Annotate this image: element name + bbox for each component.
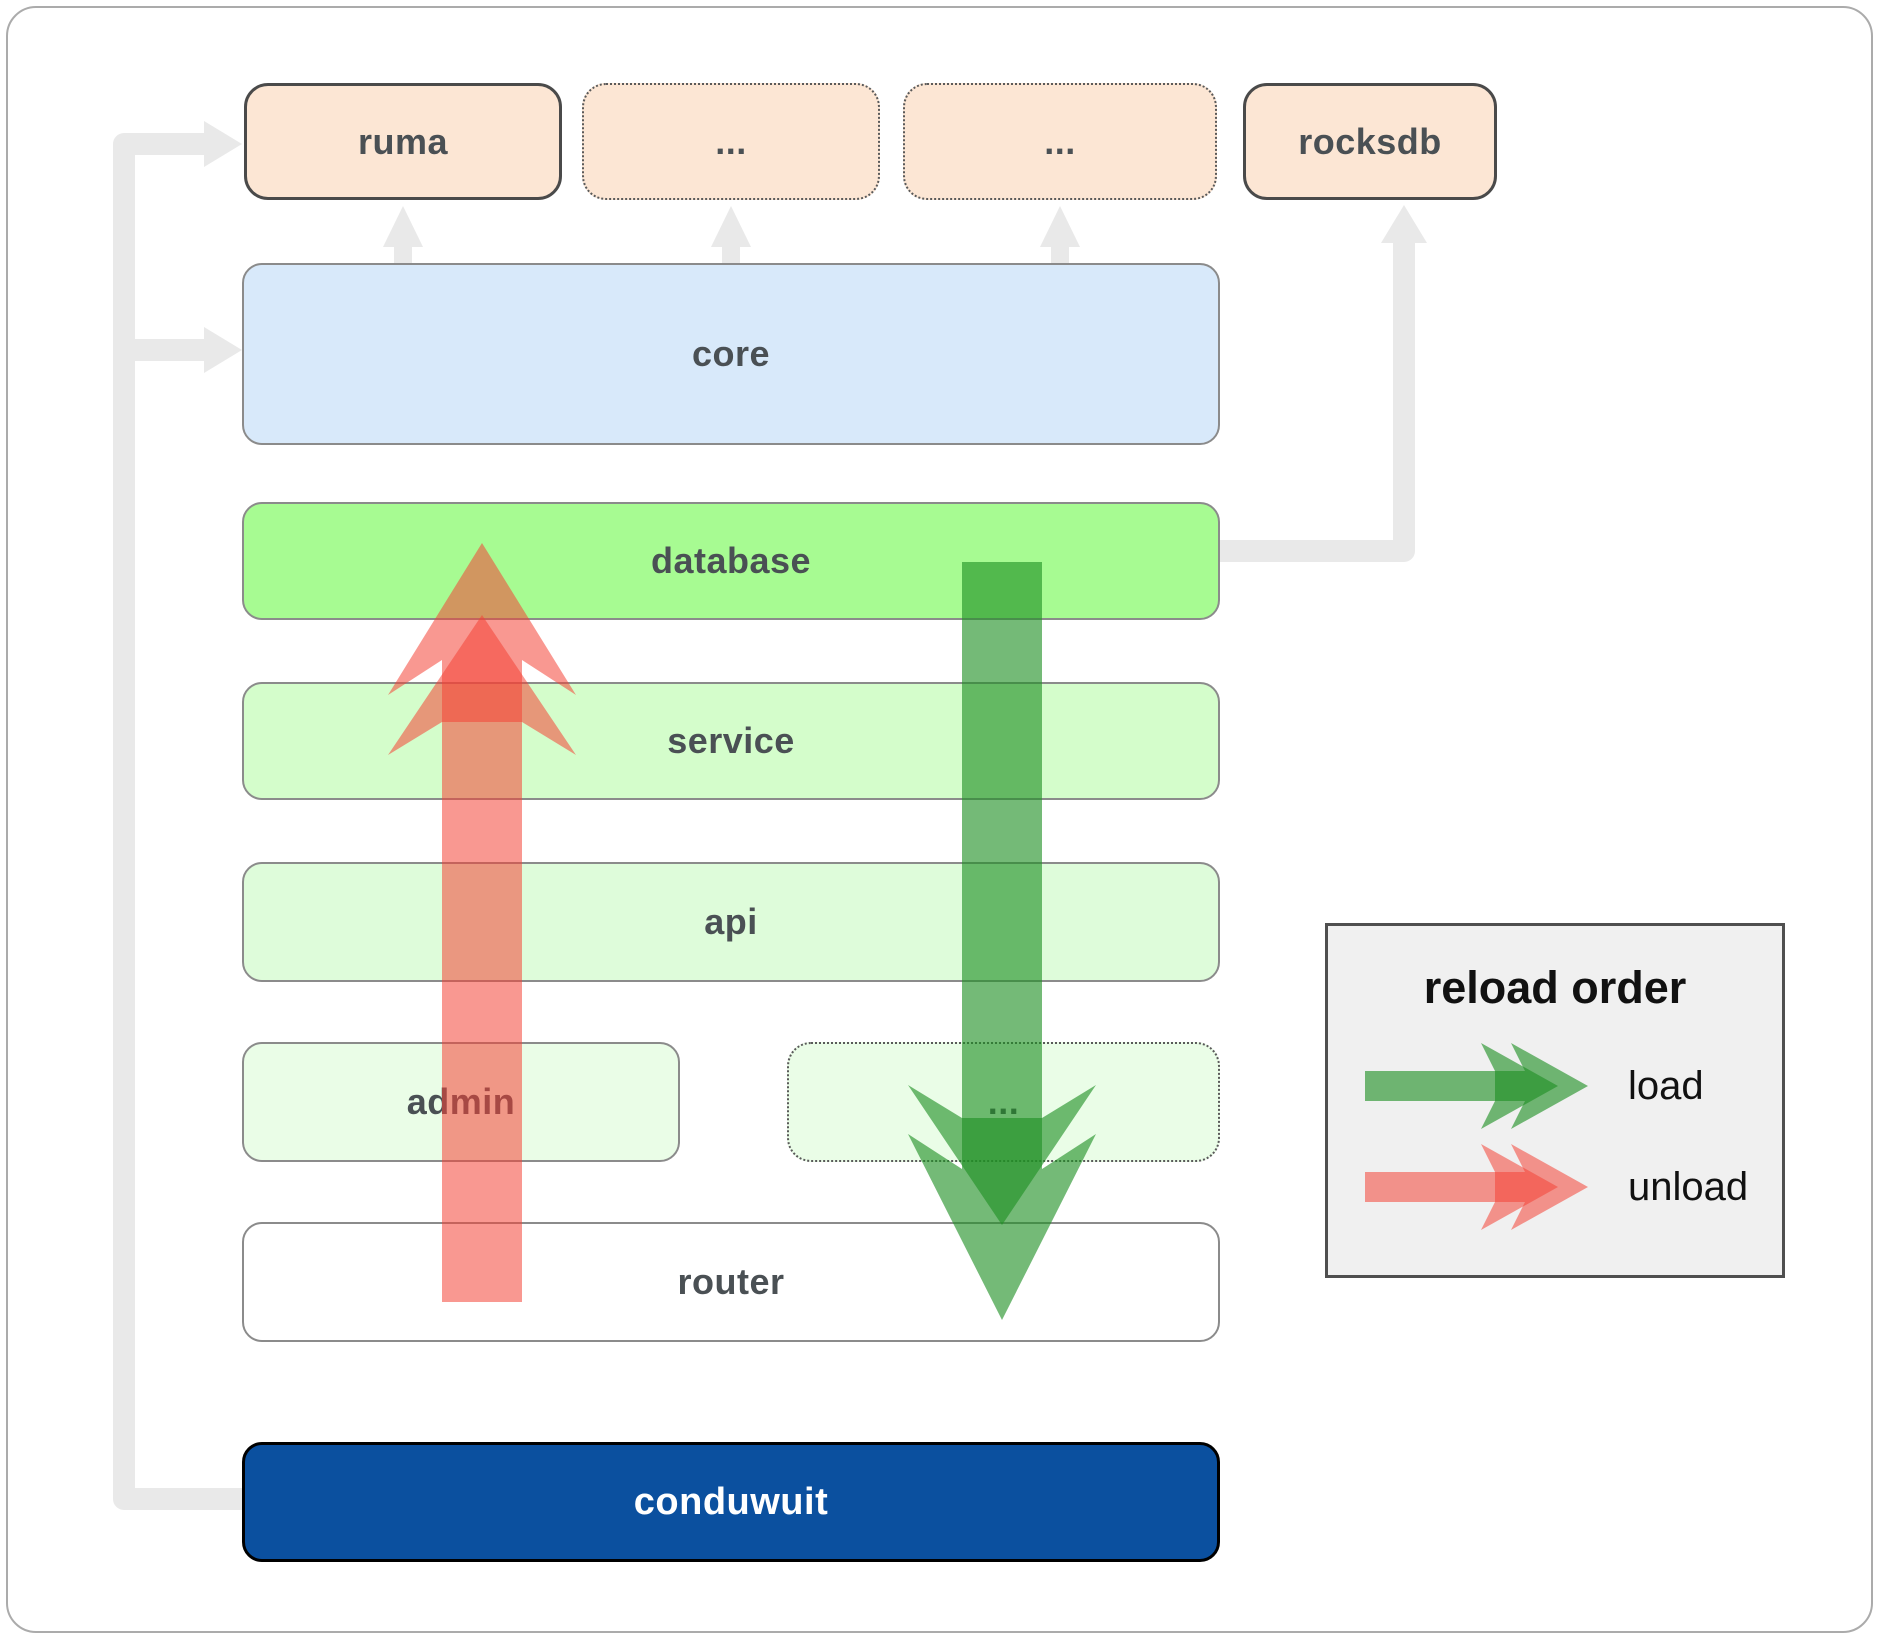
box-admin-etc: ... — [787, 1042, 1220, 1162]
box-rocksdb: rocksdb — [1243, 83, 1497, 200]
legend-unload-label: unload — [1628, 1165, 1749, 1209]
box-dependency-etc-2: ... — [903, 83, 1217, 200]
box-router-label: router — [677, 1261, 785, 1302]
box-dependency-etc-2-label: ... — [1044, 120, 1076, 162]
box-core: core — [242, 263, 1220, 445]
box-service: service — [242, 682, 1220, 800]
legend-load-arrowhead-icon — [1481, 1043, 1558, 1129]
box-dependency-etc-1: ... — [582, 83, 880, 200]
legend-unload-arrow-icon — [1365, 1144, 1588, 1230]
box-database-label: database — [650, 540, 812, 581]
legend-reload-order: reload order load unload — [1325, 923, 1785, 1278]
box-admin-etc-label: ... — [987, 1081, 1020, 1122]
legend-arrows — [1365, 1043, 1588, 1230]
box-dependency-etc-1-label: ... — [715, 120, 747, 162]
diagram-frame-border — [6, 6, 1873, 1633]
box-ruma-label: ruma — [357, 120, 449, 162]
box-rocksdb-label: rocksdb — [1298, 120, 1442, 162]
box-database: database — [242, 502, 1220, 620]
legend-unload-arrowhead-icon — [1481, 1144, 1558, 1230]
legend-load-arrow-icon — [1365, 1043, 1588, 1129]
box-admin: admin — [242, 1042, 680, 1162]
box-admin-label: admin — [406, 1081, 516, 1122]
box-api: api — [242, 862, 1220, 982]
box-router: router — [242, 1222, 1220, 1342]
box-ruma: ruma — [244, 83, 562, 200]
box-api-label: api — [704, 901, 758, 942]
legend-title: reload order — [1423, 962, 1687, 1013]
box-conduwuit: conduwuit — [242, 1442, 1220, 1562]
box-service-label: service — [667, 720, 795, 761]
box-conduwuit-label: conduwuit — [633, 1480, 829, 1523]
legend-load-label: load — [1628, 1064, 1704, 1108]
box-core-label: core — [691, 333, 771, 374]
